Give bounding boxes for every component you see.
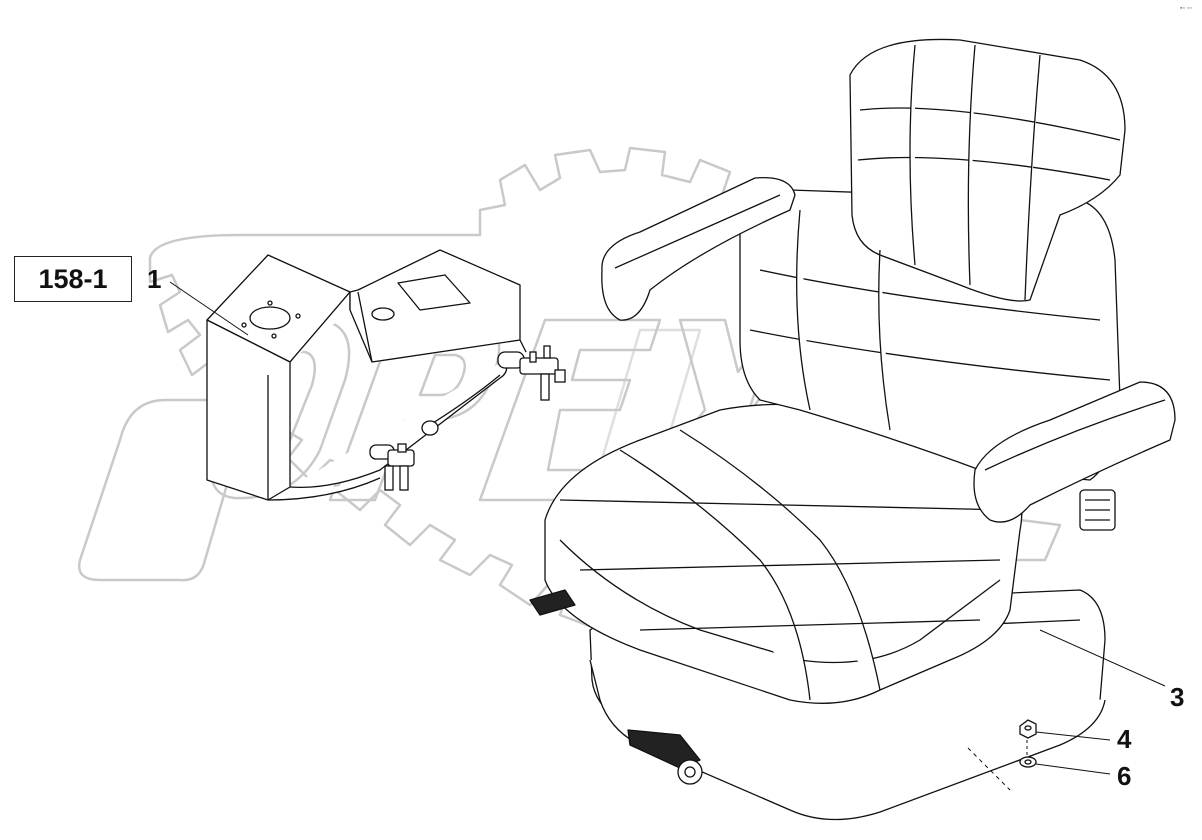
leader-lines [169, 281, 1166, 791]
leader-4 [1035, 731, 1111, 741]
cover-assembly [206, 249, 521, 501]
corner-mark: ▪▫ ▫▫ [1180, 5, 1192, 12]
reference-label: 158-1 [14, 256, 132, 302]
leader-3 [1039, 629, 1166, 687]
callout-6: 6 [1117, 761, 1132, 791]
callout-1: 1 [147, 264, 162, 294]
callout-4: 4 [1117, 724, 1132, 754]
seat-assembly [529, 38, 1176, 821]
callout-3: 3 [1170, 682, 1185, 712]
leader-6 [1035, 763, 1111, 775]
leader-1 [169, 281, 249, 336]
valve-assembly [267, 339, 566, 501]
hardware-parts [1019, 719, 1037, 768]
